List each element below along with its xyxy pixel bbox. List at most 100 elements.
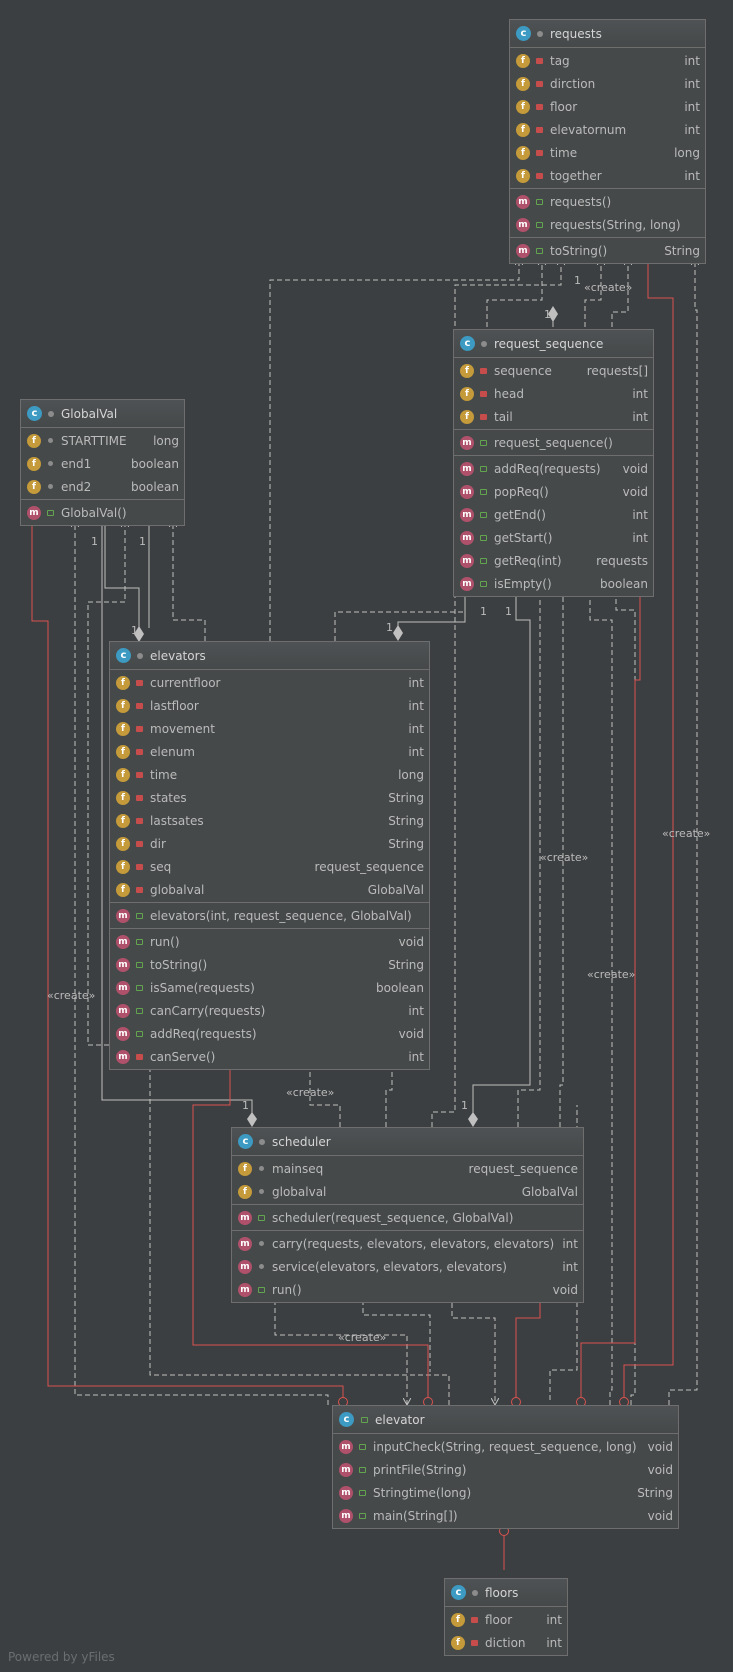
package-icon [46,461,55,466]
method-icon: m [339,1485,353,1500]
create-label: «create» [662,827,710,840]
method-icon: m [516,194,530,209]
class-name: scheduler [272,1134,331,1149]
private-icon [135,818,144,824]
member-name: printFile(String) [373,1462,467,1477]
member-type: GlobalVal [521,1184,578,1199]
private-icon [135,703,144,709]
field-icon: f [116,859,130,874]
member-name: globalval [150,882,205,897]
member-type: void [398,934,424,949]
class-name: floors [485,1585,519,1600]
member-name: getEnd() [494,507,546,522]
member-name: time [150,767,178,782]
member-type: int [684,53,700,68]
public-icon [137,652,143,659]
member-type: long [674,145,700,160]
member-name: popReq() [494,484,549,499]
member-type: void [622,484,648,499]
member-name: dirction [550,76,596,91]
member-type: void [552,1282,578,1297]
member-type: void [647,1508,673,1523]
private-icon [535,81,544,87]
member-type: int [546,1612,562,1627]
dependency-edge [310,1062,341,1127]
diamond [468,1112,478,1127]
member-name: main(String[]) [373,1508,458,1523]
multiplicity-label: 1 [480,605,487,618]
dependency-edge [549,1105,578,1400]
multiplicity-label: 1 [91,535,98,548]
member-name: canServe() [150,1049,216,1064]
field-icon: f [116,698,130,713]
dependency-edge [611,258,628,327]
public-icon [358,1444,367,1450]
diamond [548,306,558,322]
private-icon [135,887,144,893]
private-icon [470,1617,479,1623]
member-type: int [684,168,700,183]
create-label: «create» [47,989,95,1002]
public-icon [135,913,144,919]
